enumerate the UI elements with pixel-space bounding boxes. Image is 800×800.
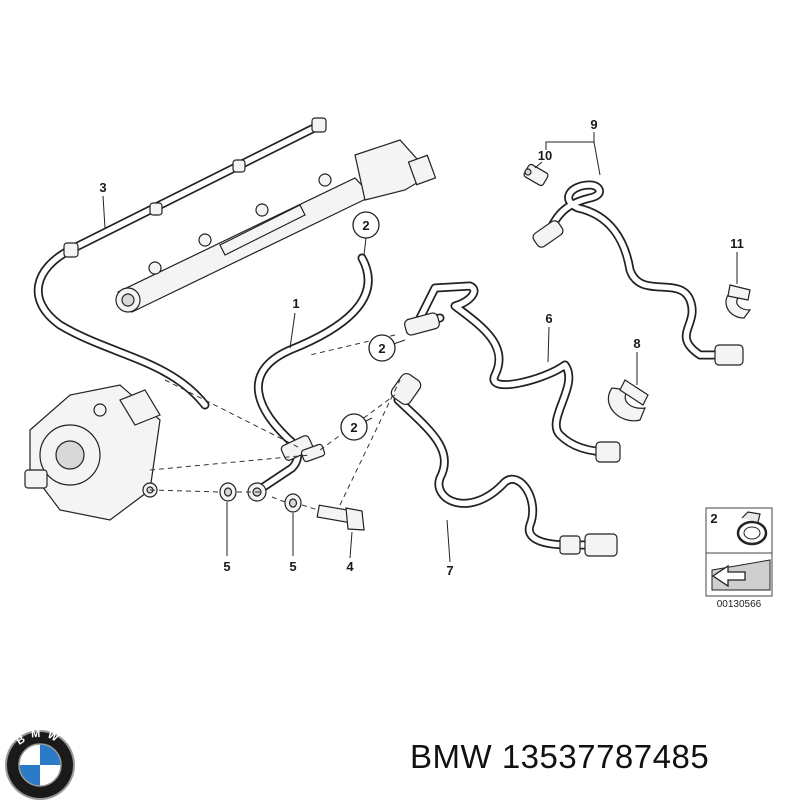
hose-clamp-icon [736, 511, 768, 546]
callout-5b: 5 [289, 559, 296, 574]
svg-text:2: 2 [362, 218, 369, 233]
callout-2-lower: 2 [340, 413, 368, 441]
fuel-rail [115, 139, 437, 313]
return-line-1 [247, 253, 373, 502]
callout-10: 10 [538, 148, 552, 163]
fuel-line-9 [532, 180, 744, 366]
svg-text:2: 2 [350, 420, 357, 435]
high-pressure-pump [24, 384, 161, 521]
seal-washer-5a [219, 482, 237, 502]
leakoff-connectors [63, 117, 327, 258]
connector-10 [523, 163, 549, 187]
callout-labels: 1 2 2 2 3 4 5 5 6 7 8 9 10 11 [99, 117, 743, 578]
brand-part-number: BMW 13537787485 [410, 738, 710, 775]
bmw-logo-icon: BMW [5, 728, 75, 800]
hose-clip-8 [607, 379, 649, 422]
seal-washer-5b [284, 493, 302, 513]
callout-11: 11 [730, 236, 744, 251]
callout-2-middle: 2 [368, 334, 396, 362]
reference-code: 00130566 [717, 599, 762, 610]
callout-2-top: 2 [352, 211, 380, 239]
callout-9: 9 [590, 117, 597, 132]
inset-callout-2: 2 [710, 511, 717, 526]
callout-6: 6 [545, 311, 552, 326]
callout-1: 1 [292, 296, 299, 311]
leakoff-line-3 [33, 117, 327, 410]
callout-4: 4 [346, 559, 354, 574]
callout-3: 3 [99, 180, 106, 195]
hollow-bolt-4 [316, 504, 365, 531]
direction-arrow-icon [711, 559, 771, 591]
inset-legend-box: 2 00130566 [705, 507, 773, 610]
callout-7: 7 [446, 563, 453, 578]
callout-5a: 5 [223, 559, 230, 574]
callout-8: 8 [633, 336, 640, 351]
callout-leaders [102, 132, 738, 563]
fuel-line-7 [390, 372, 618, 557]
fuel-line-6 [404, 281, 621, 463]
svg-text:2: 2 [378, 341, 385, 356]
hose-clip-11 [725, 284, 752, 319]
rail-injector-ports [148, 173, 332, 275]
